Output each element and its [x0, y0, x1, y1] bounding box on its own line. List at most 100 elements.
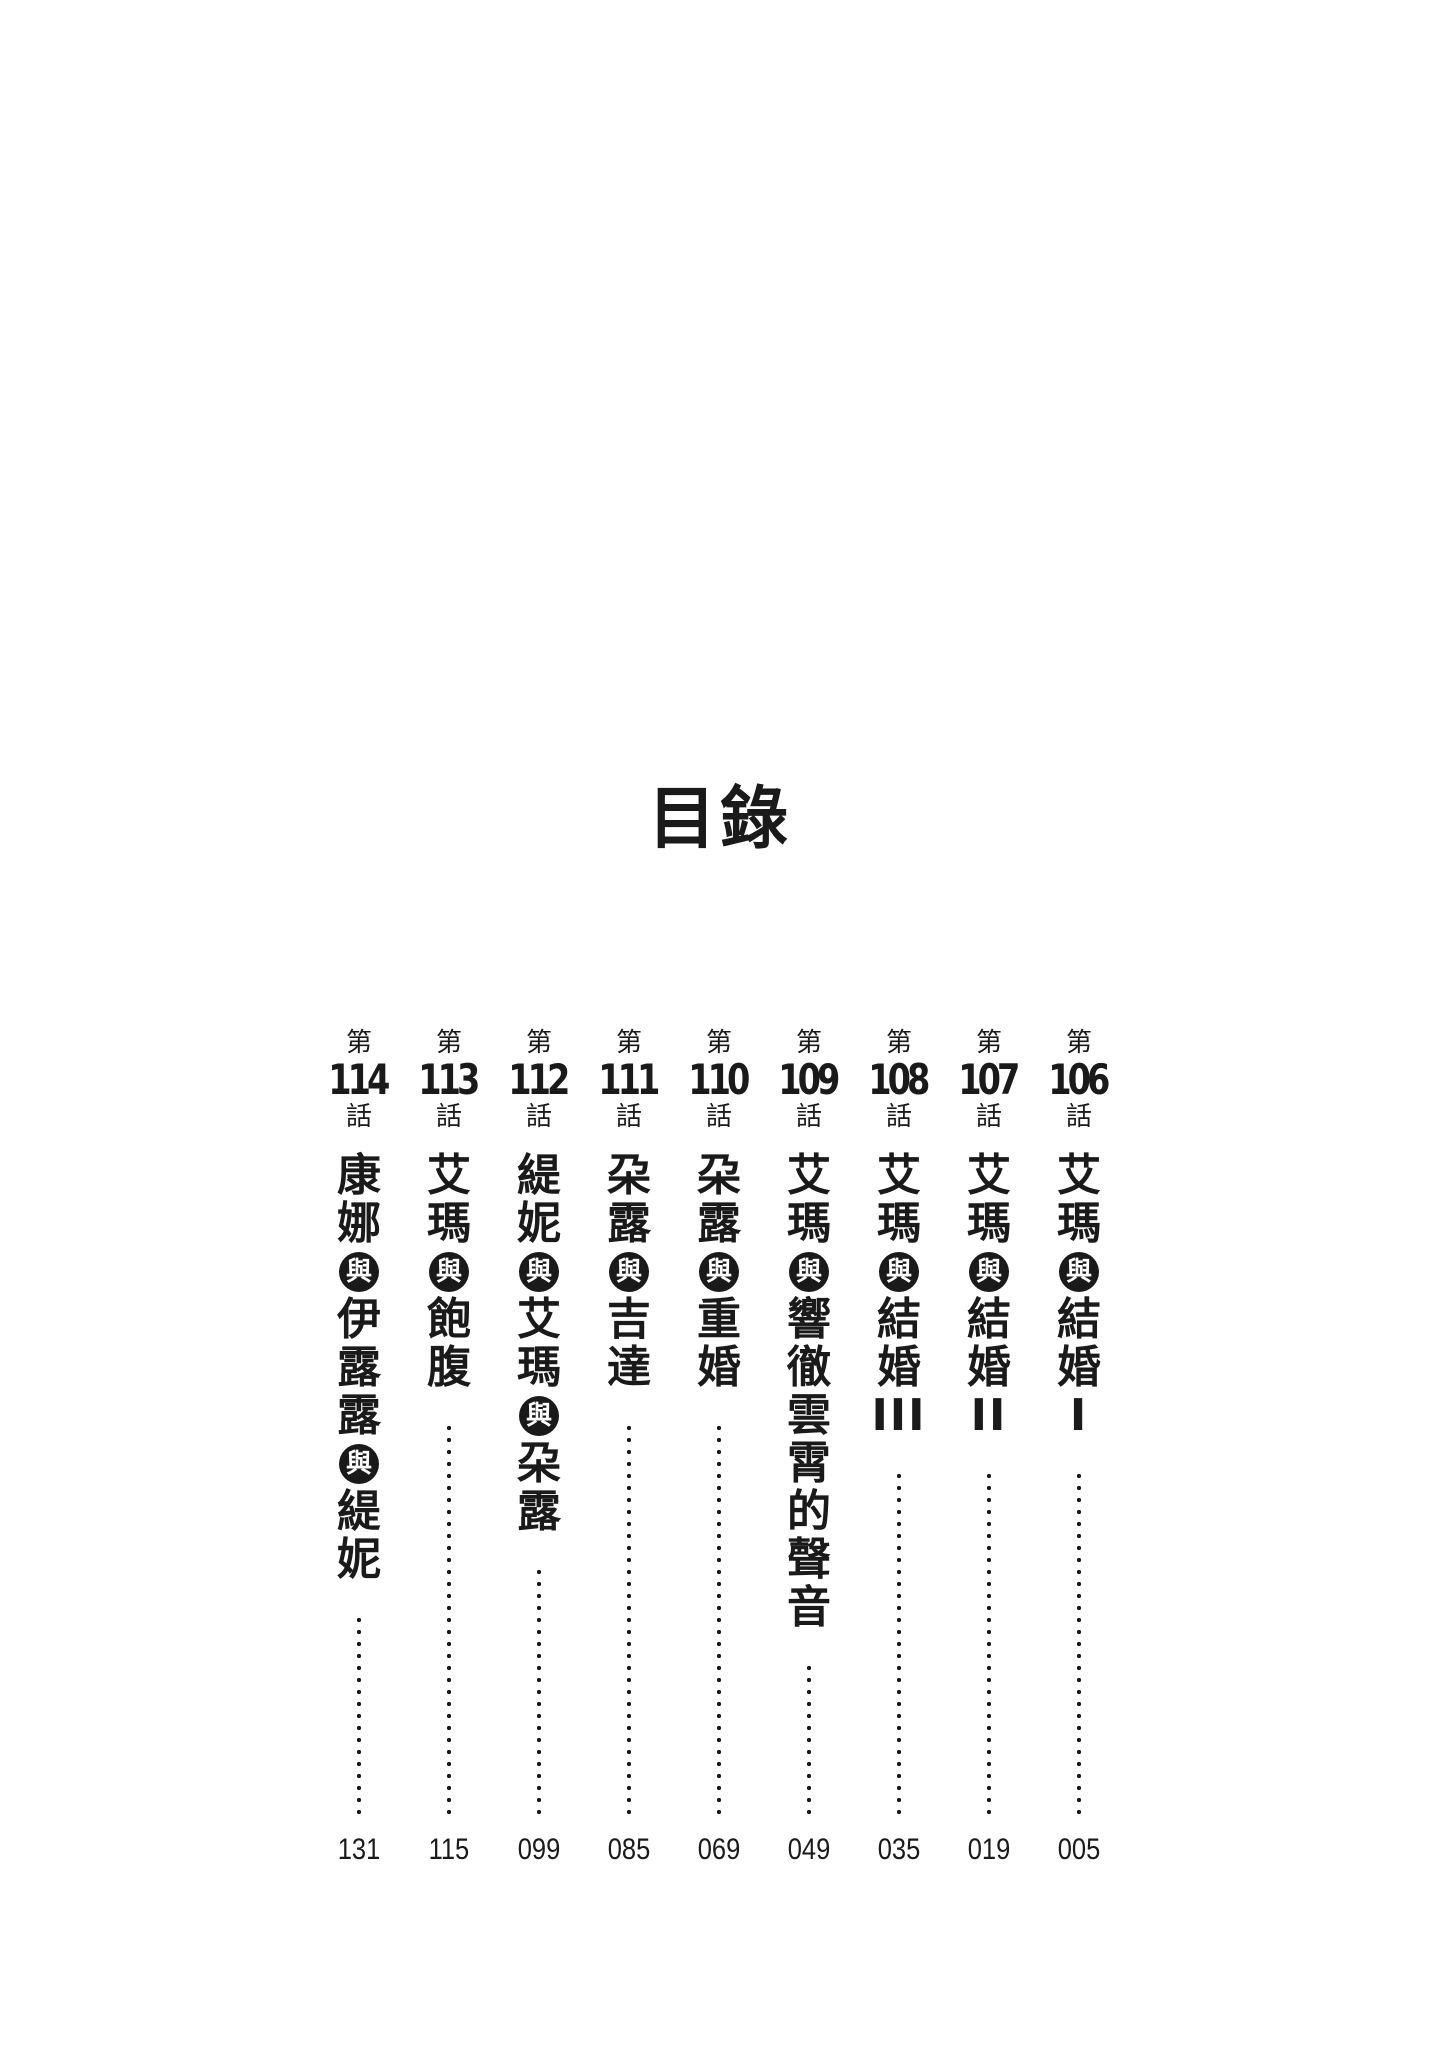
chapter-suffix: 話: [795, 1102, 822, 1132]
connector-badge: 與: [609, 1252, 649, 1292]
title-character: 聲: [787, 1534, 831, 1585]
page-number[interactable]: 019: [967, 1833, 1011, 1866]
title-character: 瑪: [1057, 1198, 1101, 1249]
page-number[interactable]: 115: [428, 1833, 470, 1866]
chapter-prefix: 第: [615, 1028, 642, 1058]
part-numeral: III: [871, 1390, 927, 1441]
chapter-title: 朶露與吉達: [605, 1152, 653, 1392]
connector-badge: 與: [339, 1252, 379, 1292]
page-number[interactable]: 085: [607, 1833, 651, 1866]
chapter-prefix: 第: [435, 1028, 462, 1058]
title-character: 婚: [877, 1342, 921, 1393]
chapter-suffix: 話: [615, 1102, 642, 1132]
title-character: 朶: [697, 1150, 741, 1201]
chapter-prefix: 第: [975, 1028, 1002, 1058]
chapter-number: 109: [777, 1055, 840, 1104]
page-number[interactable]: 069: [697, 1833, 741, 1866]
title-character: 飽: [427, 1294, 471, 1345]
chapter-suffix: 話: [525, 1102, 552, 1132]
chapter-prefix: 第: [345, 1028, 372, 1058]
title-character: 緹: [517, 1150, 561, 1201]
title-character: 瑪: [967, 1198, 1011, 1249]
title-character: 雲: [787, 1390, 831, 1441]
title-character: 艾: [1057, 1150, 1101, 1201]
dot-leader: [1077, 1470, 1081, 1818]
chapter-suffix: 話: [435, 1102, 462, 1132]
dot-leader: [357, 1614, 361, 1818]
page-number[interactable]: 131: [337, 1833, 381, 1866]
title-character: 瑪: [877, 1198, 921, 1249]
connector-badge: 與: [879, 1252, 919, 1292]
title-character: 康: [337, 1150, 381, 1201]
title-character: 結: [967, 1294, 1011, 1345]
connector-badge: 與: [789, 1252, 829, 1292]
title-character: 伊: [337, 1294, 381, 1345]
toc-title: 目錄: [647, 780, 792, 859]
chapter-title: 艾瑪與響徹雲霄的聲音: [785, 1152, 833, 1632]
title-character: 朶: [607, 1150, 651, 1201]
title-character: 婚: [967, 1342, 1011, 1393]
title-character: 瑪: [787, 1198, 831, 1249]
dot-leader: [537, 1566, 541, 1818]
chapter-suffix: 話: [975, 1102, 1002, 1132]
chapter-title: 緹妮與艾瑪與朶露: [515, 1152, 563, 1536]
title-character: 霄: [787, 1438, 831, 1489]
title-character: 艾: [427, 1150, 471, 1201]
page-number[interactable]: 099: [517, 1833, 561, 1866]
chapter-prefix: 第: [885, 1028, 912, 1058]
dot-leader: [897, 1470, 901, 1818]
title-character: 艾: [967, 1150, 1011, 1201]
chapter-prefix: 第: [795, 1028, 822, 1058]
title-character: 婚: [697, 1342, 741, 1393]
connector-badge: 與: [969, 1252, 1009, 1292]
title-character: 瑪: [517, 1342, 561, 1393]
title-character: 露: [697, 1198, 741, 1249]
title-character: 的: [787, 1486, 831, 1537]
title-character: 艾: [787, 1150, 831, 1201]
chapter-suffix: 話: [345, 1102, 372, 1132]
page-number[interactable]: 035: [877, 1833, 921, 1866]
title-character: 徹: [787, 1342, 831, 1393]
dot-leader: [987, 1470, 991, 1818]
chapter-number: 112: [507, 1055, 570, 1104]
title-character: 娜: [337, 1198, 381, 1249]
chapter-suffix: 話: [885, 1102, 912, 1132]
title-character: 腹: [427, 1342, 471, 1393]
title-character: 音: [787, 1582, 831, 1633]
title-character: 露: [337, 1342, 381, 1393]
dot-leader: [717, 1422, 721, 1818]
title-character: 響: [787, 1294, 831, 1345]
dot-leader: [447, 1422, 451, 1818]
chapter-number: 107: [957, 1055, 1020, 1104]
connector-badge: 與: [699, 1252, 739, 1292]
connector-badge: 與: [1059, 1252, 1099, 1292]
title-character: 艾: [517, 1294, 561, 1345]
page-number[interactable]: 005: [1057, 1833, 1101, 1866]
connector-badge: 與: [429, 1252, 469, 1292]
chapter-suffix: 話: [705, 1102, 732, 1132]
dot-leader: [807, 1662, 811, 1818]
title-character: 緹: [337, 1486, 381, 1537]
page-number[interactable]: 049: [787, 1833, 831, 1866]
chapter-suffix: 話: [1065, 1102, 1092, 1132]
title-character: 艾: [877, 1150, 921, 1201]
chapter-title: 艾瑪與飽腹: [425, 1152, 473, 1392]
chapter-number: 108: [867, 1055, 930, 1104]
title-character: 露: [607, 1198, 651, 1249]
title-character: 瑪: [427, 1198, 471, 1249]
chapter-number: 106: [1047, 1055, 1110, 1104]
title-character: 朶: [517, 1438, 561, 1489]
dot-leader: [627, 1422, 631, 1818]
